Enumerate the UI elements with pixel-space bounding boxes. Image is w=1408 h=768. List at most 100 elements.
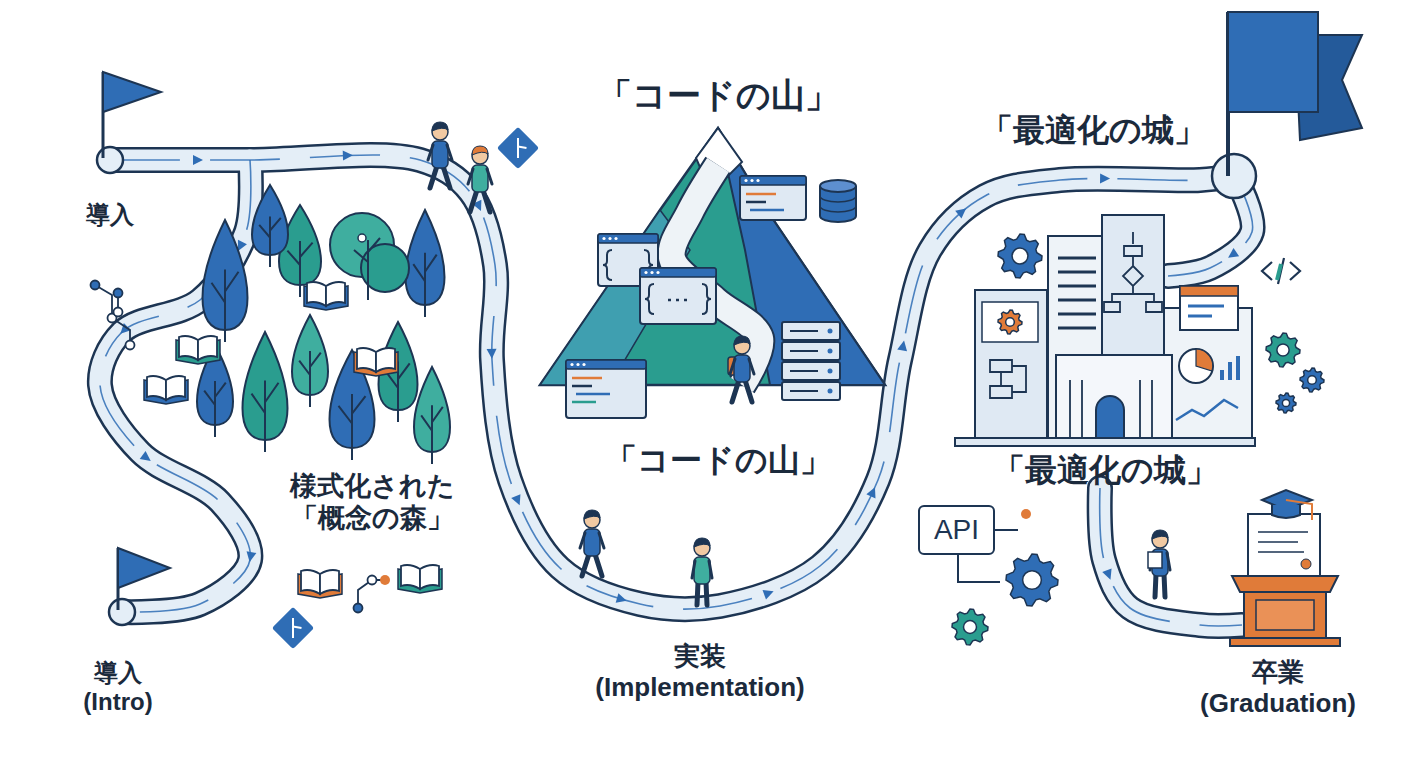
branch-dot: [368, 576, 377, 585]
tree-trunk: [339, 394, 366, 460]
book-page: [307, 282, 326, 306]
legs: [732, 380, 752, 402]
window-frame: [640, 268, 716, 324]
code-mountain: [540, 128, 885, 385]
road-surface: [100, 160, 251, 612]
legs: [470, 190, 490, 212]
book-icon: [398, 565, 442, 593]
server-led: [828, 389, 833, 394]
gear-body: [952, 609, 988, 645]
graduation-podium: [1230, 490, 1340, 646]
gauge-slice: [1196, 349, 1213, 371]
tree-trunk: [413, 253, 436, 317]
window-dot: [644, 271, 647, 274]
server-unit: [782, 362, 840, 380]
book-page: [420, 565, 439, 589]
flow-arrowhead: [763, 587, 776, 600]
stage-label: 卒業 (Graduation): [1183, 657, 1373, 719]
hair: [432, 122, 448, 131]
hair: [1152, 530, 1168, 539]
server-slot: [790, 330, 818, 332]
branch-dot: [114, 308, 123, 317]
window-dot: [650, 271, 653, 274]
legs: [1155, 574, 1165, 597]
gear-hole: [1308, 376, 1317, 385]
gear-body: [1266, 333, 1300, 367]
gear-hole: [964, 621, 977, 634]
window-dot: [608, 237, 611, 240]
server-stripe: [1058, 285, 1096, 288]
code-line: [572, 377, 602, 380]
server-unit: [782, 382, 840, 400]
git-icon: [497, 127, 539, 169]
code-line: [572, 401, 596, 404]
tree-trunk: [212, 270, 239, 343]
book-icon: [144, 376, 188, 404]
server-stripe: [1058, 327, 1096, 330]
flow-arrowhead: [616, 593, 628, 605]
bar-chart: [1222, 356, 1238, 380]
window-dot: [582, 363, 585, 366]
flow-arrowhead: [511, 494, 524, 507]
server-led: [828, 329, 833, 334]
code-line: [746, 201, 766, 204]
database-icon: [820, 180, 856, 222]
reading-paper: [1148, 552, 1162, 568]
server-unit: [782, 342, 840, 360]
arms: [468, 169, 492, 184]
window-bar: [598, 234, 658, 243]
line-chart: [1176, 400, 1238, 420]
gear-hole: [1023, 571, 1042, 590]
flow-arrowhead: [866, 485, 879, 498]
columns: [1070, 380, 1152, 440]
tree-trunk: [252, 381, 279, 452]
book-page: [401, 565, 420, 589]
gauge: [1179, 349, 1213, 383]
git-icon: [272, 607, 314, 649]
flow-arrowhead: [1102, 569, 1115, 582]
arms: [692, 561, 712, 578]
server-slot: [790, 350, 818, 352]
gear-icon: [998, 234, 1042, 278]
ground-line: [955, 438, 1255, 446]
flow-arrowhead: [343, 150, 353, 160]
server-stripe: [1058, 257, 1096, 260]
card-lines: [1188, 306, 1224, 316]
code-line: [576, 393, 610, 396]
book-page: [376, 348, 395, 372]
stage-label: 実装 (Implementation): [575, 641, 825, 703]
flow-line: [100, 160, 251, 612]
book-page: [166, 376, 185, 400]
window-dot: [602, 237, 605, 240]
chart-card: [1180, 286, 1238, 330]
flow-line: [1100, 488, 1242, 626]
waypoint: [1212, 154, 1256, 198]
mountain-facet: [718, 128, 885, 385]
gear-hole: [1282, 399, 1289, 406]
tree-trunk: [354, 238, 380, 300]
flow-arrowhead: [1225, 248, 1239, 262]
gear-icon: [1006, 554, 1058, 606]
api-box: API: [918, 505, 995, 555]
db-top: [820, 180, 856, 192]
arms: [730, 359, 754, 374]
window-dot: [656, 271, 659, 274]
stage-label: 「最適化の城」: [940, 451, 1270, 489]
gear-body: [998, 234, 1042, 278]
window-dot: [744, 179, 747, 182]
flowchart: [1104, 232, 1162, 312]
window-bar: [566, 360, 646, 369]
podium-body: [1244, 592, 1326, 638]
diploma-seal: [1301, 559, 1311, 569]
branch-line: [95, 285, 130, 345]
road-outline: [1100, 488, 1242, 626]
gear-hole: [1012, 248, 1028, 264]
server-stripe: [1058, 299, 1096, 302]
podium-base: [1230, 638, 1340, 646]
code-window: [640, 268, 716, 324]
window-dot: [750, 179, 753, 182]
legs: [582, 554, 602, 576]
gear-icon: [952, 609, 988, 645]
forest: [197, 185, 450, 464]
